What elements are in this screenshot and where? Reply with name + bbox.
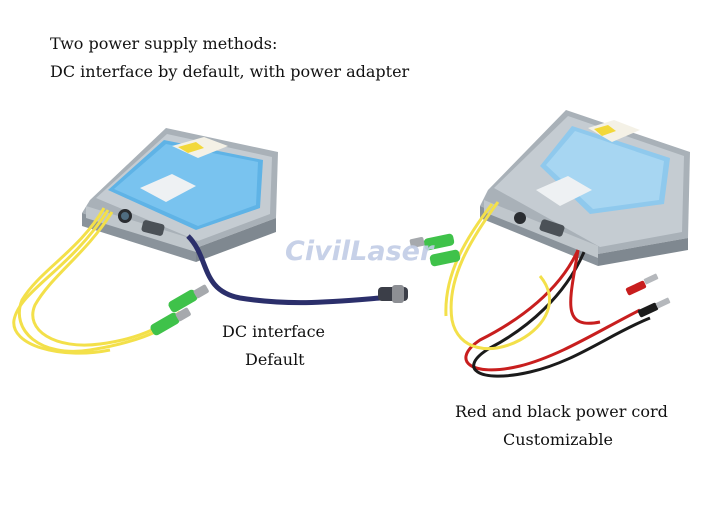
left-fc-connectors [150,284,209,336]
left-fiber-loops [12,207,181,355]
left-caption-line-1: DC interface [222,322,326,341]
alligator-clips [625,273,671,318]
left-caption-line-2: Default [245,350,305,369]
right-caption-line-1: Red and black power cord [455,402,668,421]
heading-line-1: Two power supply methods: [50,34,278,53]
right-amplifier-device [480,110,690,266]
right-caption-line-2: Customizable [503,430,613,449]
left-amplifier-device [82,128,278,262]
power-wires [464,249,651,378]
heading-line-2: DC interface by default, with power adap… [50,62,410,81]
right-fc-connectors [409,233,461,267]
brand-watermark: CivilLaser [285,236,434,267]
dc-cable [186,234,381,306]
